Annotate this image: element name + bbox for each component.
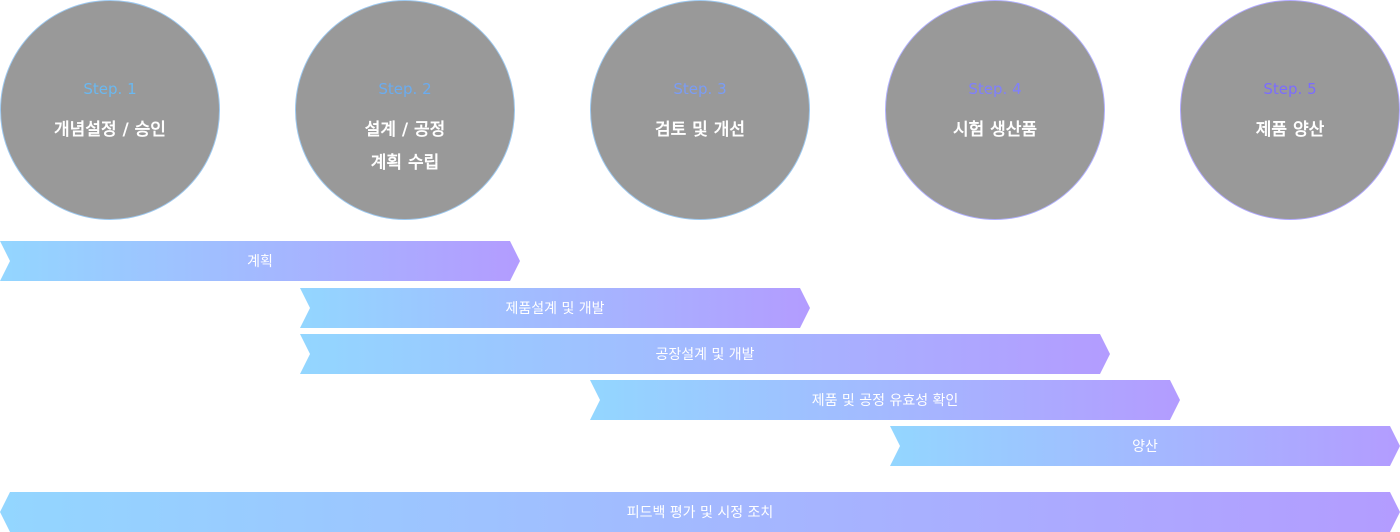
step-circle-4: Step. 4 시험 생산품 [885,0,1105,220]
step-circle-5: Step. 5 제품 양산 [1180,0,1400,220]
phase-bar-plant-design: 공장설계 및 개발 [300,334,1110,374]
phase-label: 공장설계 및 개발 [655,347,755,363]
step-title: 제품 양산 [1255,120,1325,140]
step-title: 개념설정 / 승인 [54,120,166,140]
phase-bar-planning: 계획 [0,241,520,281]
phase-label: 피드백 평가 및 시정 조치 [626,505,774,521]
step-title: 검토 및 개선 [654,120,746,140]
step-circle-3: Step. 3 검토 및 개선 [590,0,810,220]
step-circle-2: Step. 2 설계 / 공정 계획 수립 [295,0,515,220]
step-number: Step. 4 [968,80,1022,98]
phase-label: 제품설계 및 개발 [505,301,605,317]
step-number: Step. 2 [378,80,432,98]
phase-bar-product-design: 제품설계 및 개발 [300,288,810,328]
phase-bar-feedback: 피드백 평가 및 시정 조치 [0,492,1400,532]
phase-label: 양산 [1132,439,1158,455]
step-number: Step. 1 [83,80,137,98]
phase-bar-validation: 제품 및 공정 유효성 확인 [590,380,1180,420]
phase-label: 계획 [247,254,273,270]
step-circle-1: Step. 1 개념설정 / 승인 [0,0,220,220]
step-number: Step. 5 [1263,80,1317,98]
phase-label: 제품 및 공정 유효성 확인 [811,393,959,409]
step-title: 설계 / 공정 계획 수립 [364,120,446,173]
step-number: Step. 3 [673,80,727,98]
step-title: 시험 생산품 [952,120,1038,140]
phase-bar-production: 양산 [890,426,1400,466]
